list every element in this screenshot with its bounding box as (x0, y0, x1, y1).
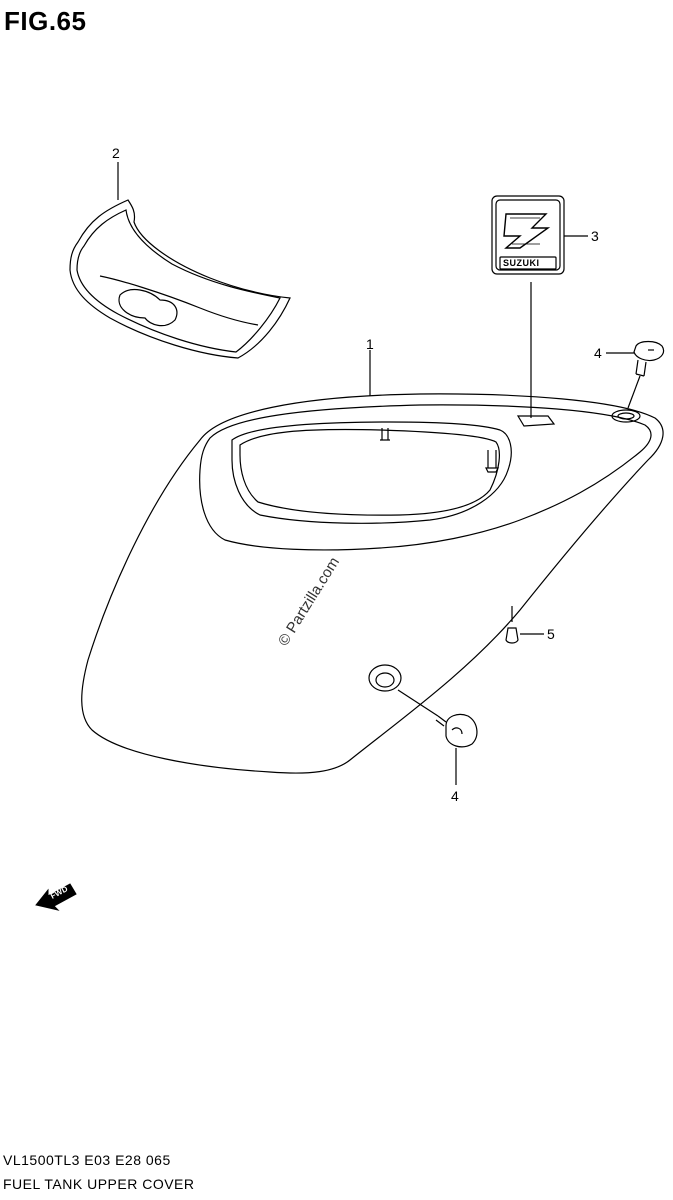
fwd-arrow-icon (35, 883, 77, 911)
part-5-clip (505, 627, 519, 644)
footer-code: VL1500TL3 E03 E28 065 (3, 1152, 171, 1168)
callout-1: 1 (366, 336, 374, 352)
callout-4-bottom: 4 (451, 788, 459, 804)
part-4-top-screw (633, 340, 665, 377)
part-1-cover (81, 393, 664, 774)
callout-5: 5 (547, 626, 555, 642)
callout-2: 2 (112, 145, 120, 161)
footer-name: FUEL TANK UPPER COVER (3, 1176, 195, 1192)
callout-4-top: 4 (594, 345, 602, 361)
emblem-text: SUZUKI (503, 258, 540, 268)
callout-3: 3 (591, 228, 599, 244)
part-2-plate (69, 199, 291, 359)
leader-4-bottom-diag (397, 689, 439, 717)
part-4-bottom-fastener (435, 713, 478, 748)
leader-4-top-down (627, 375, 641, 409)
part-3-emblem (491, 195, 565, 275)
figure-title: FIG.65 (4, 6, 87, 36)
